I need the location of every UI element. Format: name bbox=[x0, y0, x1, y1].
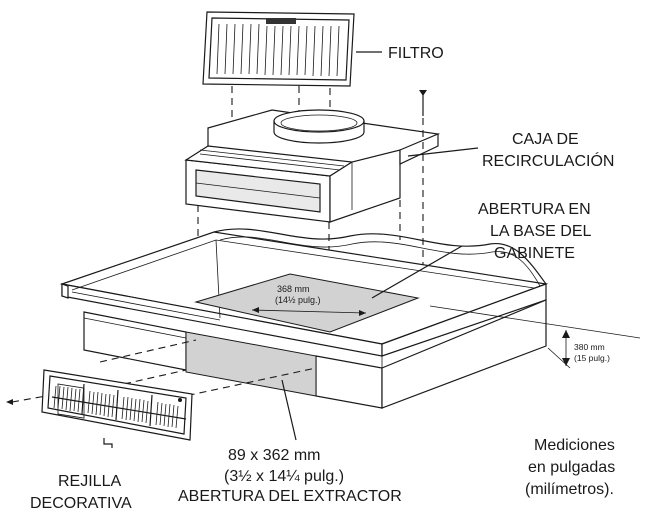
filter bbox=[202, 11, 355, 87]
width-in: (14½ pulg.) bbox=[275, 295, 321, 305]
recirc-leader bbox=[407, 147, 479, 157]
exhaust-opening bbox=[185, 331, 317, 397]
label-cabinet-2: LA BASE DEL bbox=[490, 223, 591, 240]
width-dimension bbox=[251, 307, 367, 316]
label-cabinet-3: GABINETE bbox=[494, 245, 575, 262]
label-grille-1: REJILLA bbox=[58, 473, 121, 490]
label-cabinet-1: ABERTURA EN bbox=[478, 201, 591, 218]
cabinet-opening bbox=[194, 273, 420, 333]
label-note-2: en pulgadas bbox=[528, 459, 615, 476]
screw-left bbox=[6, 399, 13, 405]
screw-top bbox=[419, 90, 427, 116]
label-recirc-2: RECIRCULACIÓN bbox=[482, 151, 614, 170]
label-exhaust-2: (3½ x 14¼ pulg.) bbox=[224, 468, 344, 485]
label-exhaust-3: ABERTURA DEL EXTRACTOR bbox=[178, 488, 402, 505]
label-exhaust-1: 89 x 362 mm bbox=[228, 447, 320, 464]
depth-dimension bbox=[429, 305, 641, 369]
grille-leader bbox=[103, 438, 113, 448]
decorative-grille bbox=[41, 369, 193, 441]
width-mm: 368 mm bbox=[277, 284, 310, 294]
label-grille-2: DECORATIVA bbox=[30, 495, 132, 512]
label-recirc-1: CAJA DE bbox=[512, 131, 579, 148]
label-note-3: (milímetros). bbox=[525, 481, 614, 498]
label-note-1: Mediciones bbox=[534, 437, 615, 454]
depth-mm: 380 mm bbox=[574, 342, 605, 352]
cabinet-leader bbox=[371, 245, 463, 299]
recirculation-box bbox=[184, 109, 441, 223]
label-filter: FILTRO bbox=[388, 45, 444, 62]
exhaust-leader bbox=[281, 379, 297, 441]
depth-in: (15 pulg.) bbox=[574, 353, 610, 363]
